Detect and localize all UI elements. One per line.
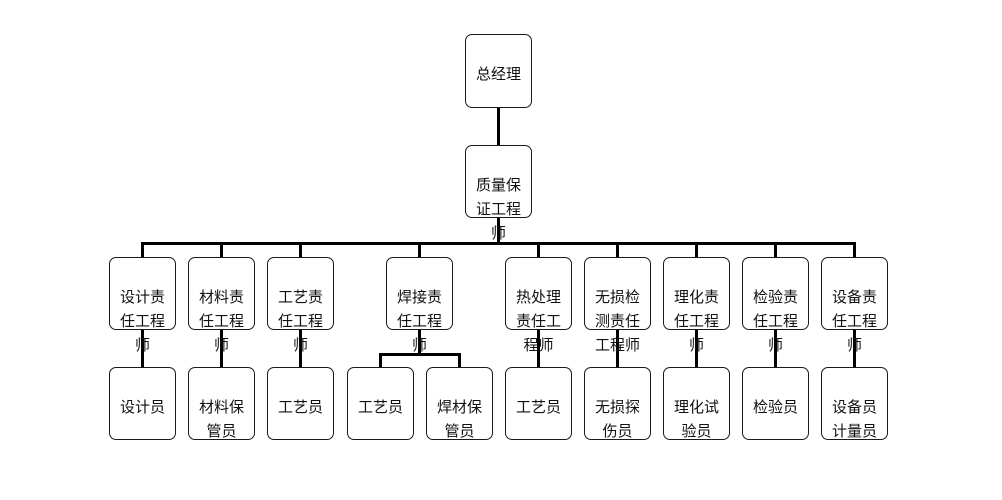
node-label: 工艺员 (515, 398, 561, 416)
connector-drop-2 (220, 242, 223, 258)
connector-staff-4a (379, 353, 382, 368)
node-label: 工艺员 (277, 398, 323, 416)
node-engineer-ndt: 无损检测责任工程师 (584, 257, 651, 354)
connector-drop-1 (141, 242, 144, 258)
node-label: 设备员计量员 (831, 398, 877, 440)
connector-drop-6 (616, 242, 619, 258)
node-label: 设计责任工程师 (119, 288, 165, 354)
node-staff-process-tech: 工艺员 (267, 367, 334, 440)
connector-drop-8 (774, 242, 777, 258)
connector-drop-4 (418, 242, 421, 258)
connector-staff-4b (458, 353, 461, 368)
node-label: 设备责任工程师 (831, 288, 877, 354)
node-label: 热处理责任工程师 (515, 288, 561, 354)
connector-staff-4-stem (418, 329, 421, 355)
connector-staff-8 (774, 329, 777, 368)
connector-staff-4-bar (379, 353, 461, 356)
connector-staff-2 (220, 329, 223, 368)
node-staff-equipment-metrology: 设备员计量员 (821, 367, 888, 440)
node-label: 工艺责任工程师 (277, 288, 323, 354)
connector-staff-1 (141, 329, 144, 368)
node-label: 理化试验员 (673, 398, 719, 440)
node-label: 材料保管员 (198, 398, 244, 440)
node-staff-welding-tech: 工艺员 (347, 367, 414, 440)
node-engineer-heat-treatment: 热处理责任工程师 (505, 257, 572, 354)
node-staff-heat-treatment-tech: 工艺员 (505, 367, 572, 440)
node-general-manager: 总经理 (465, 34, 532, 108)
node-engineer-process: 工艺责任工程师 (267, 257, 334, 354)
node-staff-material-keeper: 材料保管员 (188, 367, 255, 440)
node-engineer-physical-chemical: 理化责任工程师 (663, 257, 730, 354)
connector-drop-7 (695, 242, 698, 258)
node-staff-welding-material-keeper: 焊材保管员 (426, 367, 493, 440)
connector-drop-5 (537, 242, 540, 258)
connector-staff-6 (616, 329, 619, 368)
node-engineer-design: 设计责任工程师 (109, 257, 176, 354)
node-engineer-welding: 焊接责任工程师 (386, 257, 453, 354)
node-label: 理化责任工程师 (673, 288, 719, 354)
connector-staff-3 (299, 329, 302, 368)
node-staff-designer: 设计员 (109, 367, 176, 440)
node-label: 材料责任工程师 (198, 288, 244, 354)
node-label: 检验员 (752, 398, 798, 416)
node-staff-lab-tester: 理化试验员 (663, 367, 730, 440)
node-engineer-equipment: 设备责任工程师 (821, 257, 888, 354)
connector-drop-3 (299, 242, 302, 258)
connector-bus (141, 242, 856, 245)
node-label: 焊材保管员 (436, 398, 482, 440)
node-staff-inspector: 检验员 (742, 367, 809, 440)
connector-qa-to-bus (497, 217, 500, 244)
node-label: 质量保证工程师 (475, 176, 521, 242)
node-label: 设计员 (119, 398, 165, 416)
node-engineer-material: 材料责任工程师 (188, 257, 255, 354)
node-staff-ndt-operator: 无损探伤员 (584, 367, 651, 440)
node-label: 总经理 (475, 65, 521, 83)
connector-staff-5 (537, 329, 540, 368)
node-label: 无损探伤员 (594, 398, 640, 440)
node-label: 工艺员 (357, 398, 403, 416)
connector-root-to-qa (497, 107, 500, 146)
node-label: 检验责任工程师 (752, 288, 798, 354)
node-qa-engineer: 质量保证工程师 (465, 145, 532, 242)
node-engineer-inspection: 检验责任工程师 (742, 257, 809, 354)
connector-drop-9 (853, 242, 856, 258)
connector-staff-9 (853, 329, 856, 368)
connector-staff-7 (695, 329, 698, 368)
node-label: 焊接责任工程师 (396, 288, 442, 354)
node-label: 无损检测责任工程师 (594, 288, 640, 354)
